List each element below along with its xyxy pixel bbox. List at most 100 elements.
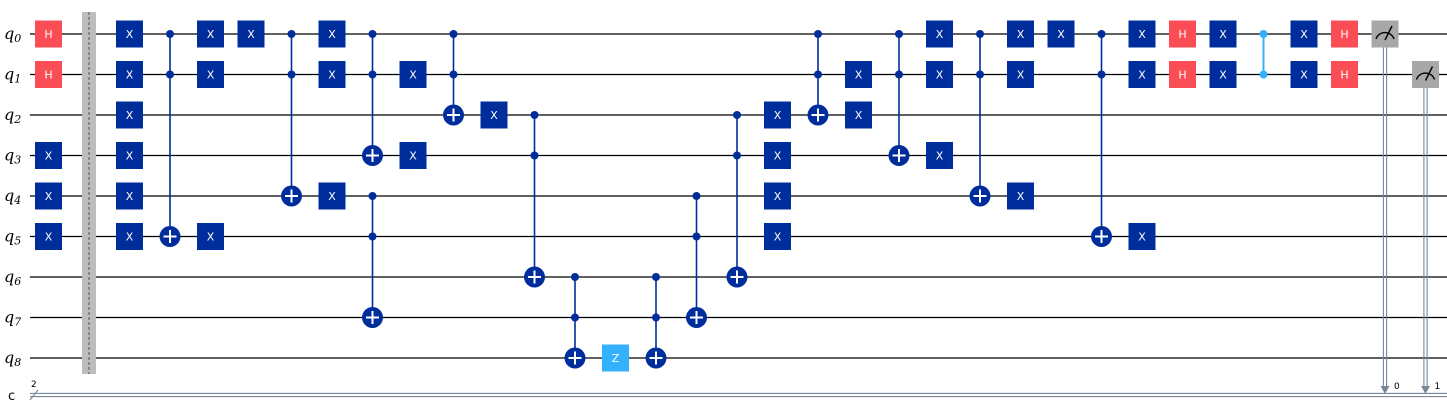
mcx-m21-t3-control-q0 xyxy=(895,30,903,38)
qubit-label-7: q7 xyxy=(4,308,21,329)
mcx-m23-t4-control-q0 xyxy=(976,30,984,38)
qubit-label-8: q8 xyxy=(4,348,21,369)
x-gate-q0-m27-label: X xyxy=(1138,28,1146,41)
x-gate-q1-m4-label: X xyxy=(207,69,215,82)
mcx-m8-t7-control-q4 xyxy=(368,192,377,200)
cz-dot-q1 xyxy=(1259,70,1268,79)
measure-q0-arrow xyxy=(1380,386,1390,394)
h-gate-q0-m0-box xyxy=(35,20,62,48)
mcx-m19-t2-control-q1 xyxy=(814,70,822,79)
qubit-label-1: q1 xyxy=(4,65,21,86)
x-gate-q0-m24-label: X xyxy=(1017,28,1025,41)
qubit-label-3: q3 xyxy=(4,146,21,167)
x-gate-q5-m18-label: X xyxy=(774,231,782,244)
x-gate-q5-m18-box xyxy=(764,223,791,250)
mcx-m13-t8-control-q7 xyxy=(571,313,579,322)
x-gate-q5-m4-label: X xyxy=(207,231,215,244)
measure-q1-box xyxy=(1412,61,1439,88)
x-gate-q3-m2-label: X xyxy=(126,150,134,163)
x-gate-q1-m31-box xyxy=(1290,61,1318,88)
mcx-m26-t5-control-q0 xyxy=(1097,30,1106,38)
x-gate-q5-m27-label: X xyxy=(1138,231,1146,244)
x-gate-q4-m2-box xyxy=(116,182,143,210)
x-gate-q1-m2-label: X xyxy=(126,69,134,82)
mcx-m8-t3-control-q1 xyxy=(368,70,377,79)
mcx-m8-t7-control-q5 xyxy=(368,232,377,241)
x-gate-q2-m20-label: X xyxy=(855,109,863,122)
h-gate-q1-m0-box xyxy=(35,61,62,88)
h-gate-q0-m28-label: H xyxy=(1178,28,1186,41)
x-gate-q4-m18-box xyxy=(764,182,791,210)
x-gate-q3-m22-label: X xyxy=(936,150,944,163)
h-gate-q1-m28-box xyxy=(1169,61,1196,88)
x-gate-q1-m2-box xyxy=(116,61,143,88)
mcx-m6-t4-control-q1 xyxy=(287,70,296,79)
meter-arc-icon xyxy=(1375,31,1395,40)
x-gate-q3-m9-label: X xyxy=(409,150,417,163)
x-gate-q1-m7-label: X xyxy=(328,69,336,82)
mcx-m12-t6-control-q2 xyxy=(530,111,539,119)
x-gate-q1-m4-box xyxy=(197,61,224,88)
x-gate-q3-m18-box xyxy=(764,142,791,169)
h-gate-q0-m32-label: H xyxy=(1340,28,1348,41)
x-gate-q1-m31-label: X xyxy=(1300,69,1308,82)
classical-register-size: 2 xyxy=(31,380,37,390)
x-gate-q5-m27-box xyxy=(1128,223,1156,250)
x-gate-q0-m5-label: X xyxy=(247,28,255,41)
x-gate-q0-m7-box xyxy=(318,20,346,48)
x-gate-q1-m20-label: X xyxy=(855,69,863,82)
x-gate-q5-m2-box xyxy=(116,223,143,250)
qubit-label-6: q6 xyxy=(4,267,21,288)
mcx-m26-t5-control-q1 xyxy=(1097,70,1106,79)
x-gate-q1-m29-box xyxy=(1209,61,1237,88)
measure-q1-arrow xyxy=(1421,386,1430,394)
x-gate-q1-m9-label: X xyxy=(409,69,417,82)
x-gate-q0-m2-label: X xyxy=(126,28,134,41)
x-gate-q0-m4-box xyxy=(197,20,224,48)
x-gate-q4-m24-box xyxy=(1007,182,1034,210)
x-gate-q1-m27-label: X xyxy=(1138,69,1146,82)
mcx-m19-t2-control-q0 xyxy=(814,30,822,38)
x-gate-q1-m9-box xyxy=(399,61,427,88)
mcx-m3-t5-control-q0 xyxy=(166,30,174,38)
x-gate-q5-m0-label: X xyxy=(45,231,53,244)
x-gate-q4-m7-label: X xyxy=(328,190,336,203)
mcx-m8-t3-control-q0 xyxy=(368,30,377,38)
x-gate-q1-m27-box xyxy=(1128,61,1156,88)
x-gate-q2-m11-label: X xyxy=(490,109,498,122)
classical-bus-slash xyxy=(29,389,39,401)
x-gate-q0-m2-box xyxy=(116,20,143,48)
mcx-m16-t7-control-q5 xyxy=(692,232,701,241)
meter-needle-icon xyxy=(1384,25,1393,41)
x-gate-q0-m25-box xyxy=(1047,20,1075,48)
x-gate-q4-m18-label: X xyxy=(774,190,782,203)
mcx-m15-t8-control-q7 xyxy=(652,313,660,322)
x-gate-q0-m29-box xyxy=(1209,20,1237,48)
mcx-m16-t7-control-q4 xyxy=(692,192,701,200)
cz-dot-q0 xyxy=(1259,30,1268,38)
x-gate-q2-m11-box xyxy=(480,101,508,129)
meter-arc-icon xyxy=(1415,72,1436,80)
x-gate-q0-m7-label: X xyxy=(328,28,336,41)
x-gate-q0-m29-label: X xyxy=(1219,28,1227,41)
x-gate-q3-m0-box xyxy=(35,142,62,169)
mcx-m21-t3-control-q1 xyxy=(895,70,903,79)
x-gate-q5-m4-box xyxy=(197,223,224,250)
x-gate-q1-m22-box xyxy=(926,61,953,88)
x-gate-q1-m24-box xyxy=(1007,61,1034,88)
x-gate-q0-m31-label: X xyxy=(1300,28,1308,41)
h-gate-q1-m28-label: H xyxy=(1178,69,1186,82)
x-gate-q0-m22-label: X xyxy=(936,28,944,41)
mcx-m12-t6-control-q3 xyxy=(530,151,539,160)
measure-q0-box xyxy=(1371,20,1399,48)
x-gate-q3-m22-box xyxy=(926,142,953,169)
z-gate-q8-m14-box xyxy=(602,344,629,372)
qubit-label-4: q4 xyxy=(4,186,21,207)
mcx-m10-t2-control-q1 xyxy=(449,70,458,79)
x-gate-q4-m2-label: X xyxy=(126,190,134,203)
x-gate-q1-m20-box xyxy=(845,61,872,88)
meter-needle-icon xyxy=(1424,66,1434,81)
x-gate-q4-m0-box xyxy=(35,182,62,210)
x-gate-q4-m7-box xyxy=(318,182,346,210)
